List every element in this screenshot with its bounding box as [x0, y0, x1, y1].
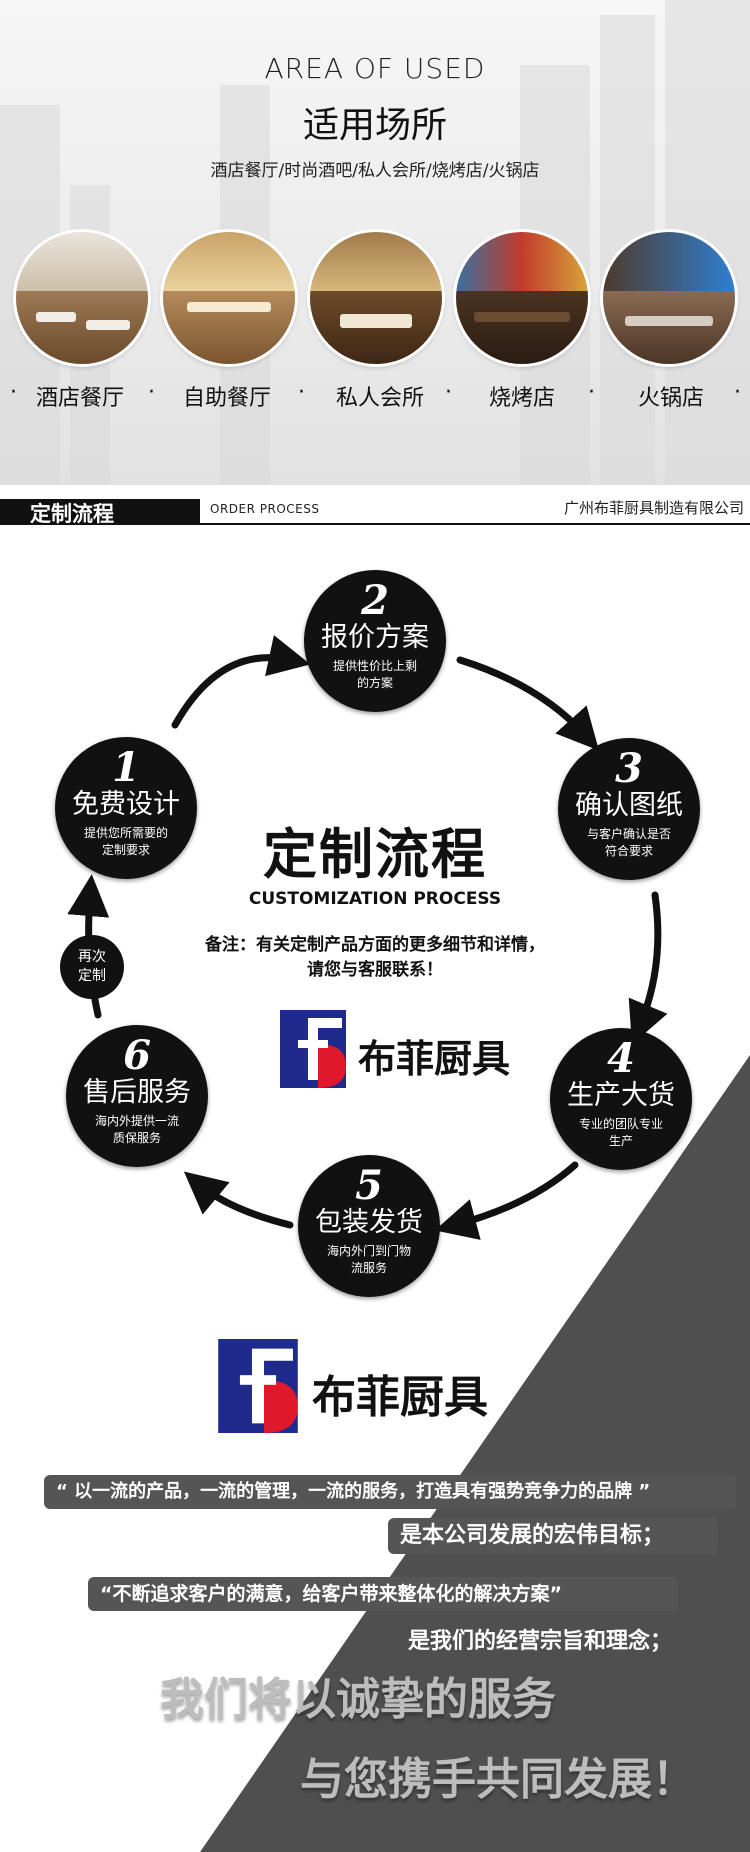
step-description: 海内外门到门物流服务 [326, 1244, 411, 1275]
step-number: 6 [123, 1032, 151, 1079]
usage-title-en: AREA OF USED [264, 52, 486, 85]
brand-logo-large: 布菲厨具 [218, 1339, 538, 1435]
note-line-1: 备注：有关定制产品方面的更多细节和详情， [205, 935, 545, 955]
step-title: 包装发货 [315, 1207, 423, 1238]
venue-label: 酒店餐厅 [36, 386, 125, 411]
usage-subtitle: 酒店餐厅/时尚酒吧/私人会所/烧烤店/火锅店 [210, 161, 540, 181]
section-header-subtitle: ORDER PROCESS [210, 502, 320, 516]
process-section: 再次 定制 1 免费设计 提供您所需要的定制要求 2 报价方案 提供性价比上剩的… [0, 525, 750, 1852]
venue-label: 私人会所 [336, 386, 425, 411]
separator-dot: · [10, 380, 17, 405]
step-number: 4 [607, 1035, 635, 1082]
venue-label: 烧烤店 [489, 386, 556, 411]
brand-name: 布菲厨具 [312, 1372, 488, 1423]
arrow-4-to-5 [434, 1161, 579, 1240]
step-5-shipping: 5 包装发货 海内外门到门物流服务 [298, 1155, 440, 1297]
process-title: 定制流程 [263, 823, 487, 886]
step-description: 提供您所需要的定制要求 [83, 826, 168, 857]
venue-labels: · 酒店餐厅 · 自助餐厅 · 私人会所 · 烧烤店 · 火锅店 · [0, 380, 750, 414]
step-number: 3 [615, 745, 643, 792]
big-slogan-2: 与您携手共同发展！ [300, 1754, 696, 1805]
private-club-photo [310, 232, 442, 364]
step-3-confirm-drawing: 3 确认图纸 与客户确认是否符合要求 [558, 738, 700, 880]
step-2-quotation: 2 报价方案 提供性价比上剩的方案 [304, 570, 446, 712]
step-number: 2 [361, 577, 389, 624]
brand-name: 布菲厨具 [358, 1037, 511, 1081]
arrow-2-to-3 [456, 656, 600, 751]
step-description: 海内外提供一流质保服务 [94, 1114, 179, 1145]
step-6-after-sales: 6 售后服务 海内外提供一流质保服务 [66, 1025, 208, 1167]
step-description: 提供性价比上剩的方案 [332, 659, 417, 690]
brand-logo-mark [218, 1339, 298, 1433]
process-arrows [67, 635, 668, 1240]
step-title: 报价方案 [321, 622, 429, 653]
buffet-restaurant-photo [163, 232, 295, 364]
venue-label: 自助餐厅 [183, 386, 272, 411]
slogan-line-3: “不断追求客户的满意，给客户带来整体化的解决方案” [88, 1577, 678, 1611]
separator-dot: · [445, 380, 452, 405]
slogan-line-1: “ 以一流的产品，一流的管理，一流的服务，打造具有强势竞争力的品牌 ” [44, 1475, 736, 1509]
step-4-production: 4 生产大货 专业的团队专业生产 [550, 1028, 692, 1170]
separator-dot: · [588, 380, 595, 405]
step-number: 1 [112, 744, 140, 791]
section-header-title: 定制流程 [30, 502, 114, 526]
separator-dot: · [298, 380, 305, 405]
arrow-1-to-2 [171, 635, 311, 729]
arrow-5-to-6 [183, 1171, 294, 1229]
separator-dot: · [148, 380, 155, 405]
usage-section: AREA OF USED 适用场所 酒店餐厅/时尚酒吧/私人会所/烧烤店/火锅店 [0, 0, 750, 485]
section-header-label: 定制流程 [0, 499, 200, 526]
usage-title-cn: 适用场所 [302, 105, 447, 146]
step-description: 与客户确认是否符合要求 [586, 827, 671, 858]
brand-logo-small: 布菲厨具 [280, 1010, 520, 1090]
company-name: 广州布菲厨具制造有限公司 [563, 499, 744, 517]
venue-photos [0, 232, 750, 372]
step-title: 确认图纸 [575, 790, 683, 821]
process-title-en: CUSTOMIZATION PROCESS [248, 889, 502, 909]
brand-logo-mark [280, 1010, 346, 1088]
note-line-2: 请您与客服联系！ [307, 960, 443, 980]
bbq-restaurant-photo [456, 232, 588, 364]
step-title: 免费设计 [72, 789, 180, 820]
grey-triangle-background [200, 1055, 750, 1852]
hotpot-restaurant-photo [603, 232, 735, 364]
step-1-free-design: 1 免费设计 提供您所需要的定制要求 [55, 737, 197, 879]
slogan-line-2: 是本公司发展的宏伟目标； [388, 1518, 718, 1554]
step-title: 生产大货 [567, 1080, 675, 1111]
step-title: 售后服务 [83, 1077, 191, 1108]
separator-dot: · [734, 380, 741, 405]
step-description: 专业的团队专业生产 [578, 1117, 663, 1148]
step-number: 5 [355, 1162, 383, 1209]
venue-label: 火锅店 [638, 386, 705, 411]
hotel-restaurant-photo [16, 232, 148, 364]
repeat-badge: 再次 定制 [60, 935, 124, 999]
repeat-line-2: 定制 [78, 968, 106, 984]
arrow-3-to-4 [628, 891, 668, 1045]
section-header-rule [200, 523, 750, 525]
section-header: 定制流程 ORDER PROCESS 广州布菲厨具制造有限公司 [0, 485, 750, 526]
repeat-line-1: 再次 [78, 949, 106, 965]
big-slogan-1: 我们将以诚挚的服务 [160, 1674, 556, 1725]
slogan-line-4: 是我们的经营宗旨和理念； [408, 1629, 673, 1654]
process-note: 备注：有关定制产品方面的更多细节和详情， 请您与客服联系！ [160, 933, 590, 983]
